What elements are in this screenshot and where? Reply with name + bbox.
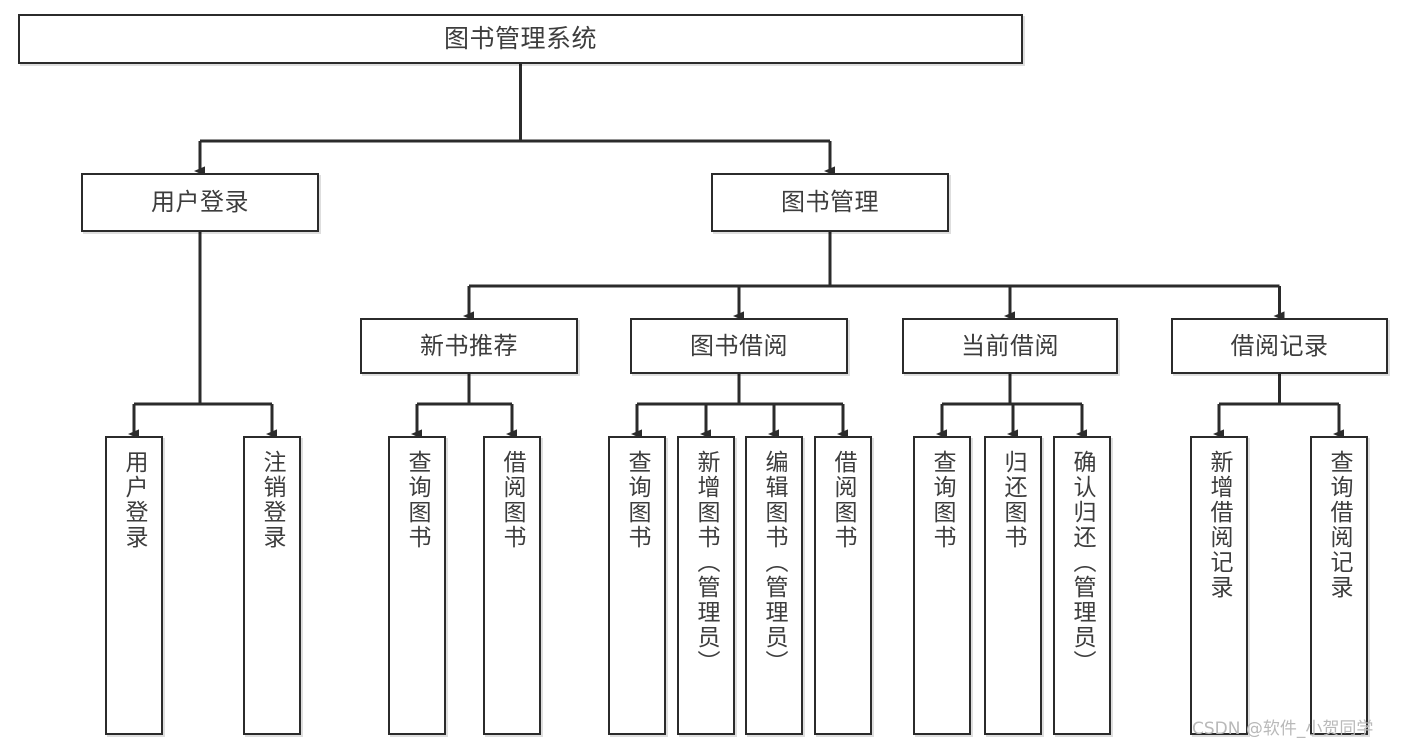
leaf-logout-login[interactable]: 注销登录 [243, 436, 301, 735]
leaf-add-book-admin-label: 新增图书（管理员） [693, 450, 720, 675]
leaf-query-borrow-record-label: 查询借阅记录 [1326, 450, 1353, 600]
leaf-user-login[interactable]: 用户登录 [105, 436, 163, 735]
leaf-borrow-book-1-label: 借阅图书 [499, 450, 526, 550]
node-user-login[interactable]: 用户登录 [81, 173, 319, 232]
node-borrow-record[interactable]: 借阅记录 [1171, 318, 1388, 374]
leaf-logout-login-label: 注销登录 [259, 450, 286, 550]
leaf-borrow-book-2[interactable]: 借阅图书 [814, 436, 872, 735]
leaf-borrow-book-2-label: 借阅图书 [830, 450, 857, 550]
leaf-confirm-return-admin[interactable]: 确认归还（管理员） [1053, 436, 1111, 735]
leaf-query-book-3[interactable]: 查询图书 [913, 436, 971, 735]
node-book-manage[interactable]: 图书管理 [711, 173, 949, 232]
node-new-book-recommend[interactable]: 新书推荐 [360, 318, 578, 374]
leaf-add-borrow-record-label: 新增借阅记录 [1206, 450, 1233, 600]
node-current-borrow-label: 当前借阅 [961, 331, 1059, 360]
leaf-edit-book-admin-label: 编辑图书（管理员） [761, 450, 788, 675]
node-new-book-recommend-label: 新书推荐 [420, 331, 518, 360]
leaf-query-book-1-label: 查询图书 [404, 450, 431, 550]
leaf-add-borrow-record[interactable]: 新增借阅记录 [1190, 436, 1248, 735]
leaf-user-login-label: 用户登录 [121, 450, 148, 550]
leaf-add-book-admin[interactable]: 新增图书（管理员） [677, 436, 735, 735]
node-root-label: 图书管理系统 [443, 24, 597, 54]
node-root[interactable]: 图书管理系统 [18, 14, 1023, 64]
leaf-borrow-book-1[interactable]: 借阅图书 [483, 436, 541, 735]
leaf-confirm-return-admin-label: 确认归还（管理员） [1069, 450, 1096, 675]
node-book-borrow[interactable]: 图书借阅 [630, 318, 848, 374]
leaf-query-book-2-label: 查询图书 [624, 450, 651, 550]
node-user-login-label: 用户登录 [151, 188, 249, 217]
leaf-return-book[interactable]: 归还图书 [984, 436, 1042, 735]
leaf-query-borrow-record[interactable]: 查询借阅记录 [1310, 436, 1368, 735]
leaf-edit-book-admin[interactable]: 编辑图书（管理员） [745, 436, 803, 735]
node-current-borrow[interactable]: 当前借阅 [902, 318, 1118, 374]
csdn-watermark: CSDN @软件_小贺同学 [1192, 719, 1374, 739]
node-book-manage-label: 图书管理 [781, 188, 879, 217]
leaf-return-book-label: 归还图书 [1000, 450, 1027, 550]
leaf-query-book-1[interactable]: 查询图书 [388, 436, 446, 735]
leaf-query-book-2[interactable]: 查询图书 [608, 436, 666, 735]
node-borrow-record-label: 借阅记录 [1230, 331, 1329, 360]
leaf-query-book-3-label: 查询图书 [929, 450, 956, 550]
node-book-borrow-label: 图书借阅 [690, 331, 788, 360]
